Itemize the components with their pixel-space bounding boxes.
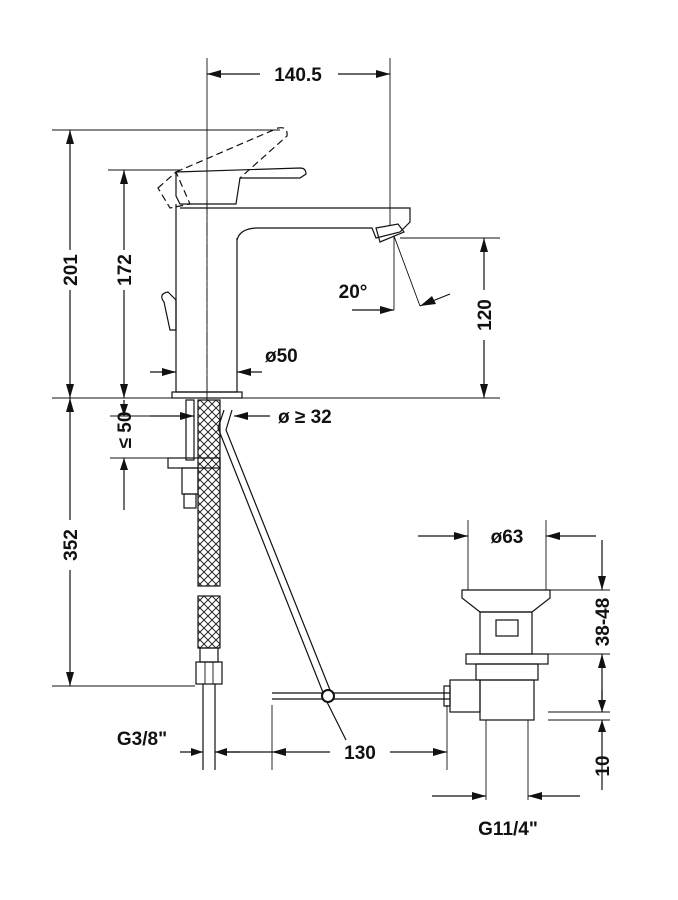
mounting-stud [167, 399, 221, 509]
dim-base-diameter: ø50 [265, 346, 298, 367]
extension-lines [52, 58, 500, 687]
dim-waste-thread: G11/4" [478, 819, 538, 840]
dim-waste-diameter: ø63 [491, 527, 524, 548]
dim-waste-height: 38-48 [593, 598, 614, 647]
dim-spout-reach: 140.5 [274, 65, 322, 86]
dim-total-height: 201 [61, 254, 82, 286]
dim-outlet-height: 120 [475, 299, 496, 331]
faucet-body [157, 127, 411, 399]
dim-hose-thread: G3/8" [117, 729, 167, 750]
dim-waste-offset: 10 [593, 755, 614, 776]
waste-valve [443, 520, 610, 800]
dim-hole-diameter: ø ≥ 32 [278, 407, 332, 428]
dim-spout-angle: 20° [339, 282, 368, 303]
dim-rod-distance: 130 [344, 743, 376, 764]
dimension-lines [66, 70, 606, 800]
dim-below-counter: 352 [61, 529, 82, 561]
pop-up-rod [217, 409, 450, 741]
dim-max-thickness: ≤ 50 [115, 412, 136, 449]
supply-hose [195, 399, 223, 770]
dim-spout-height: 172 [115, 254, 136, 286]
